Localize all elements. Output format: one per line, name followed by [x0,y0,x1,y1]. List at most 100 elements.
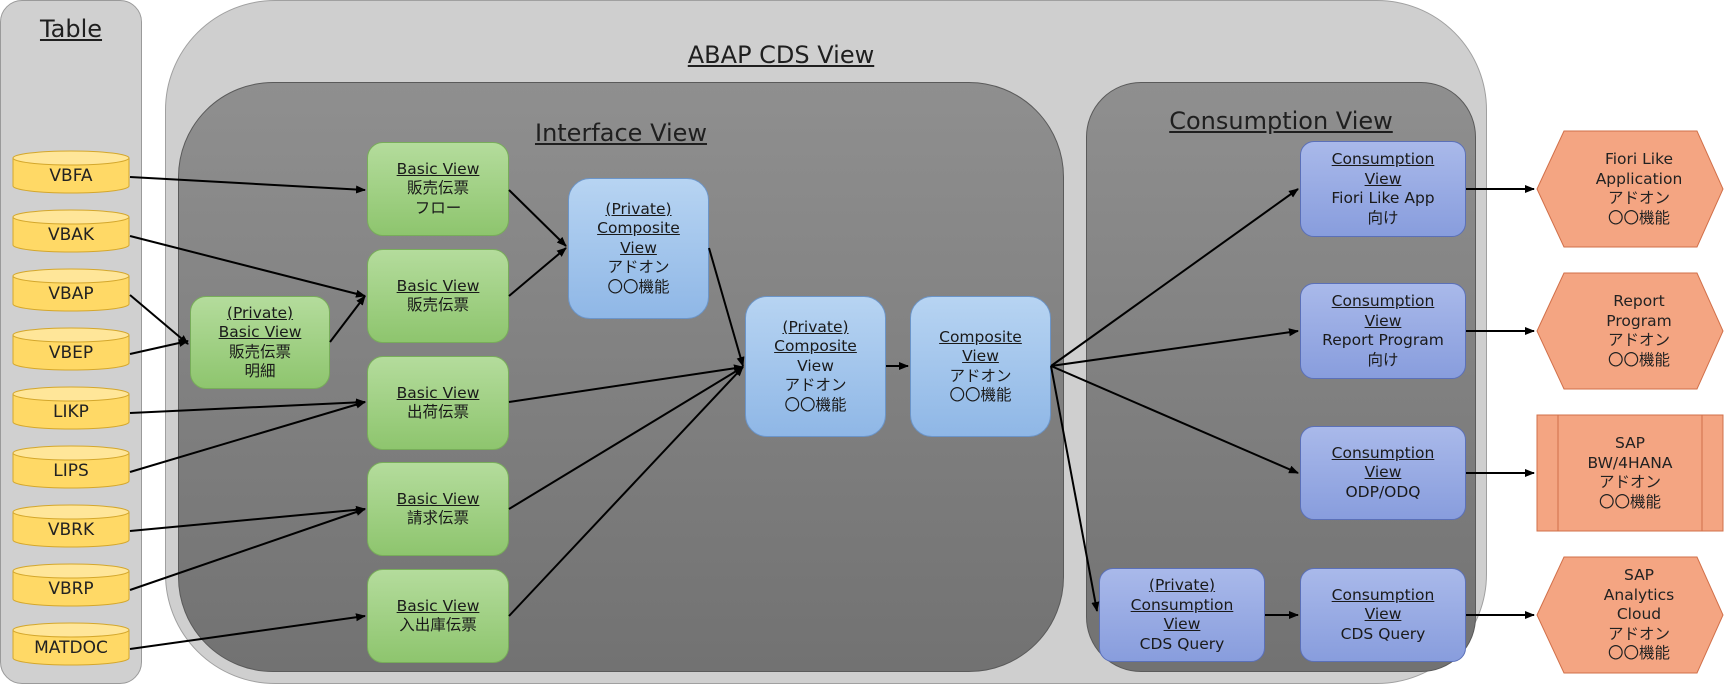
view-desc: 販売伝票 [228,342,291,361]
view-desc: 向け [1367,208,1399,227]
view-label: View [1163,615,1201,633]
arrow [129,400,366,473]
arrow [129,613,366,650]
view-desc: 〇〇機能 [784,395,847,414]
view-desc: CDS Query [1139,634,1225,653]
consumption-view-odp: Consumption View ODP/ODQ [1300,426,1466,520]
view-desc: 〇〇機能 [607,277,670,296]
view-label: View [1364,605,1402,624]
arrow [129,339,189,355]
table-label: VBRP [48,579,94,599]
table-matdoc: MATDOC [12,622,130,666]
output-report-program: Report Program アドオン 〇〇機能 [1536,272,1724,390]
basic-view-sales-flow: Basic View 販売伝票 フロー [367,142,509,236]
table-vbak: VBAK [12,209,130,253]
view-label: (Private) [605,199,672,218]
view-desc: ODP/ODQ [1345,482,1421,501]
output-text: Fiori Like [1604,150,1674,168]
view-label: View [620,238,657,257]
output-text: Report [1613,292,1665,310]
table-lips: LIPS [12,445,130,489]
output-text: 〇〇機能 [1598,492,1661,511]
view-label: Consumption [1130,595,1234,614]
private-composite-view-1: (Private) Composite View アドオン 〇〇機能 [568,178,709,319]
view-label: Basic View [396,596,480,615]
view-desc: フロー [414,198,462,217]
arrow [129,505,366,532]
view-desc: 明細 [244,362,276,380]
arrow [508,247,567,297]
table-vbrk: VBRK [12,504,130,548]
table-label: VBAP [48,284,94,304]
view-label: View [1364,169,1402,188]
view-desc: Report Program [1322,331,1444,349]
arrow [508,366,744,510]
view-label: Consumption [1331,443,1435,462]
output-text: SAP [1614,434,1646,452]
table-panel-title: Table [39,15,103,43]
view-label: Consumption [1331,292,1435,310]
view-desc: 販売伝票 [406,179,469,198]
view-desc: 入出庫伝票 [399,616,477,634]
output-text: BW/4HANA [1587,453,1673,472]
view-label: (Private) [226,303,294,322]
arrow [708,247,745,367]
arrow [129,398,366,414]
arrow [1050,188,1299,367]
arrow [1050,328,1299,367]
output-text: アドオン [1607,624,1670,643]
output-text: Application [1595,169,1683,188]
arrow [129,235,366,298]
arrow [129,294,189,345]
view-label: Consumption [1331,150,1435,168]
table-label: VBEP [48,343,94,363]
consumption-view-cds-query: Consumption View CDS Query [1300,568,1466,662]
output-text: Cloud [1616,605,1662,624]
output-text: アドオン [1607,331,1670,349]
table-label: VBFA [49,166,93,186]
view-label: Basic View [396,276,480,295]
table-vbfa: VBFA [12,150,130,194]
arrow [329,295,366,343]
view-desc: アドオン [607,258,670,277]
output-sap-bw4hana: SAP BW/4HANA アドオン 〇〇機能 [1536,414,1724,532]
view-label: (Private) [782,317,849,336]
view-desc: 販売伝票 [406,296,469,314]
view-desc: View [797,356,834,375]
output-sap-analytics-cloud: SAP Analytics Cloud アドオン 〇〇機能 [1536,556,1724,674]
table-label: LIKP [53,402,89,422]
arrow [1050,365,1100,612]
view-label: Basic View [218,323,302,341]
view-desc: 出荷伝票 [406,403,469,421]
view-desc: Fiori Like App [1331,189,1435,207]
basic-view-sales: Basic View 販売伝票 [367,249,509,343]
abap-cds-view-title: ABAP CDS View [687,41,875,69]
arrow [129,508,366,591]
table-label: VBAK [47,225,95,245]
consumption-view-report: Consumption View Report Program 向け [1300,283,1466,379]
view-label: View [1364,311,1402,330]
output-text: 〇〇機能 [1607,644,1670,663]
view-desc: 向け [1367,350,1399,369]
basic-view-delivery: Basic View 出荷伝票 [367,356,509,450]
view-label: Composite [939,327,1022,346]
output-text: Analytics [1603,585,1675,604]
basic-view-billing: Basic View 請求伝票 [367,462,509,556]
arrow [508,189,567,247]
arrow [1050,365,1299,474]
view-desc: 〇〇機能 [949,386,1012,404]
table-likp: LIKP [12,386,130,430]
output-text: 〇〇機能 [1607,350,1670,369]
output-text: アドオン [1607,189,1670,207]
view-label: Basic View [396,383,480,402]
output-text: 〇〇機能 [1607,208,1670,227]
table-label: LIPS [53,461,89,481]
table-label: VBRK [47,520,95,540]
table-label: MATDOC [34,638,108,658]
arrow [508,364,744,403]
output-text: アドオン [1598,473,1661,491]
table-vbrp: VBRP [12,563,130,607]
view-label: View [1364,463,1402,482]
view-desc: アドオン [784,376,847,395]
